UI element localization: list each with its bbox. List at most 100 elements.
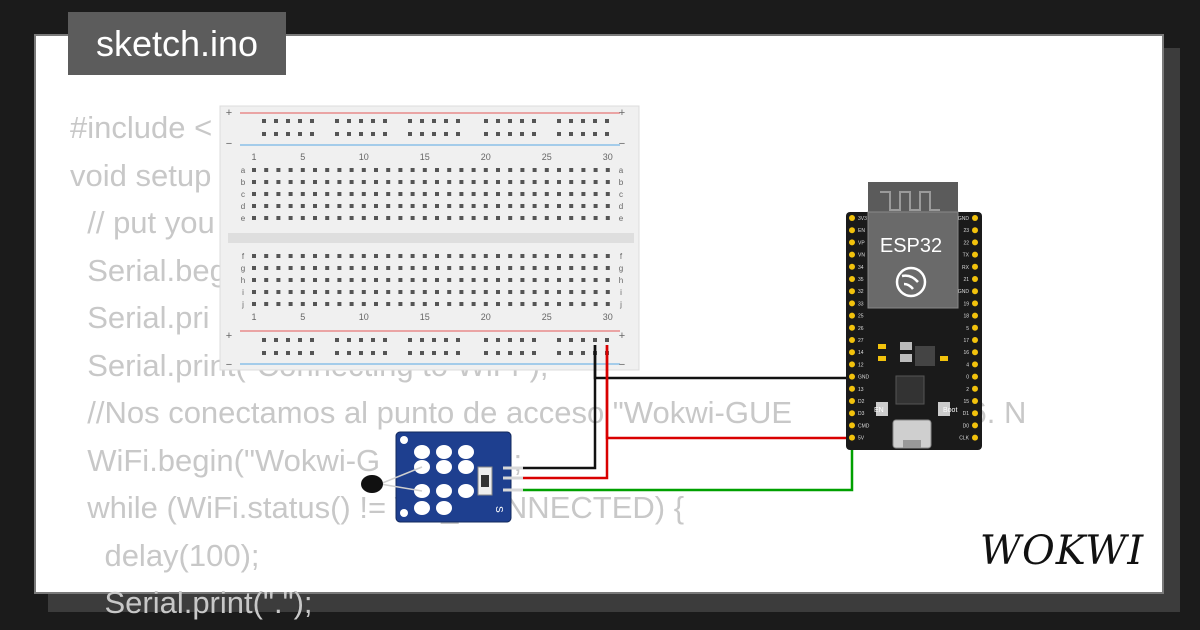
breadboard-hole[interactable] — [374, 266, 378, 270]
breadboard-hole[interactable] — [276, 204, 281, 208]
breadboard-hole[interactable] — [569, 338, 573, 342]
breadboard-hole[interactable] — [544, 290, 549, 294]
breadboard-hole[interactable] — [262, 132, 266, 136]
breadboard-hole[interactable] — [408, 119, 412, 123]
breadboard-hole[interactable] — [422, 278, 427, 282]
breadboard-hole[interactable] — [398, 216, 403, 220]
breadboard-hole[interactable] — [361, 278, 366, 282]
breadboard-hole[interactable] — [361, 254, 366, 258]
breadboard-hole[interactable] — [420, 119, 424, 123]
breadboard-hole[interactable] — [581, 216, 586, 220]
breadboard-hole[interactable] — [313, 278, 317, 282]
esp32-pin-left[interactable] — [849, 276, 855, 282]
esp32-pin-left[interactable] — [849, 361, 855, 368]
breadboard-hole[interactable] — [298, 132, 302, 136]
breadboard-hole[interactable] — [274, 132, 278, 136]
breadboard-hole[interactable] — [337, 180, 342, 184]
breadboard-hole[interactable] — [432, 132, 436, 136]
breadboard-hole[interactable] — [435, 302, 439, 306]
breadboard-hole[interactable] — [300, 266, 305, 270]
esp32-pin-left[interactable] — [849, 337, 855, 343]
breadboard-hole[interactable] — [408, 338, 412, 342]
breadboard-hole[interactable] — [361, 266, 366, 270]
esp32-pin-right[interactable] — [972, 300, 978, 307]
breadboard-hole[interactable] — [374, 278, 378, 282]
breadboard-hole[interactable] — [593, 302, 598, 306]
breadboard-hole[interactable] — [325, 204, 330, 208]
breadboard-hole[interactable] — [349, 266, 354, 270]
breadboard-hole[interactable] — [581, 254, 586, 258]
breadboard-hole[interactable] — [349, 192, 354, 196]
breadboard-hole[interactable] — [374, 204, 378, 208]
breadboard-hole[interactable] — [520, 266, 525, 270]
breadboard-hole[interactable] — [569, 266, 574, 270]
file-tab-label[interactable]: sketch.ino — [68, 12, 286, 75]
breadboard-hole[interactable] — [435, 204, 439, 208]
breadboard-hole[interactable] — [386, 192, 391, 196]
breadboard-hole[interactable] — [569, 254, 574, 258]
breadboard-hole[interactable] — [422, 216, 427, 220]
breadboard-hole[interactable] — [313, 192, 317, 196]
breadboard-hole[interactable] — [496, 119, 500, 123]
breadboard-hole[interactable] — [532, 204, 537, 208]
breadboard-hole[interactable] — [325, 278, 330, 282]
esp32-pin-right[interactable] — [972, 288, 978, 295]
breadboard-hole[interactable] — [581, 351, 585, 355]
breadboard-hole[interactable] — [496, 180, 500, 184]
breadboard-hole[interactable] — [508, 351, 512, 355]
breadboard-hole[interactable] — [605, 302, 610, 306]
breadboard-hole[interactable] — [569, 119, 573, 123]
breadboard-hole[interactable] — [508, 180, 513, 184]
breadboard-hole[interactable] — [410, 266, 415, 270]
breadboard-hole[interactable] — [483, 302, 488, 306]
breadboard-hole[interactable] — [276, 216, 281, 220]
breadboard-hole[interactable] — [532, 278, 537, 282]
breadboard-hole[interactable] — [337, 290, 342, 294]
esp32-pin-right[interactable] — [972, 422, 978, 429]
breadboard-hole[interactable] — [310, 132, 314, 136]
breadboard-hole[interactable] — [508, 119, 512, 123]
breadboard-hole[interactable] — [264, 290, 269, 294]
breadboard-hole[interactable] — [335, 132, 339, 136]
breadboard-hole[interactable] — [300, 204, 305, 208]
breadboard-hole[interactable] — [605, 192, 610, 196]
esp32-pin-right[interactable] — [972, 398, 978, 404]
breadboard-hole[interactable] — [300, 180, 305, 184]
breadboard-hole[interactable] — [557, 216, 561, 220]
breadboard-hole[interactable] — [288, 204, 293, 208]
breadboard-hole[interactable] — [349, 180, 354, 184]
breadboard-hole[interactable] — [532, 216, 537, 220]
breadboard-hole[interactable] — [471, 192, 476, 196]
esp32-pin-left[interactable] — [849, 434, 855, 441]
wire-green-signal[interactable] — [523, 450, 854, 492]
breadboard-hole[interactable] — [325, 180, 330, 184]
breadboard-hole[interactable] — [532, 119, 536, 123]
breadboard-hole[interactable] — [496, 132, 500, 136]
breadboard-hole[interactable] — [420, 338, 424, 342]
breadboard-hole[interactable] — [410, 168, 415, 172]
breadboard-hole[interactable] — [300, 192, 305, 196]
breadboard-hole[interactable] — [484, 119, 488, 123]
breadboard-hole[interactable] — [300, 302, 305, 306]
breadboard-hole[interactable] — [410, 254, 415, 258]
breadboard-hole[interactable] — [459, 168, 464, 172]
esp32-pin-right[interactable] — [972, 324, 978, 331]
breadboard-hole[interactable] — [420, 351, 424, 355]
breadboard-hole[interactable] — [456, 351, 460, 355]
breadboard-hole[interactable] — [398, 254, 403, 258]
breadboard-hole[interactable] — [496, 351, 500, 355]
esp32-pin-left[interactable] — [849, 215, 855, 221]
breadboard-hole[interactable] — [386, 168, 391, 172]
wire-black-sensor[interactable] — [523, 345, 597, 470]
breadboard-hole[interactable] — [496, 290, 500, 294]
breadboard-hole[interactable] — [398, 168, 403, 172]
breadboard-hole[interactable] — [383, 338, 387, 342]
breadboard-hole[interactable] — [408, 132, 412, 136]
breadboard-hole[interactable] — [252, 302, 256, 306]
temperature-sensor-module[interactable]: S — [361, 431, 523, 523]
breadboard-hole[interactable] — [447, 290, 452, 294]
breadboard-hole[interactable] — [432, 119, 436, 123]
breadboard-hole[interactable] — [359, 119, 363, 123]
breadboard-hole[interactable] — [325, 192, 330, 196]
breadboard-hole[interactable] — [520, 254, 525, 258]
